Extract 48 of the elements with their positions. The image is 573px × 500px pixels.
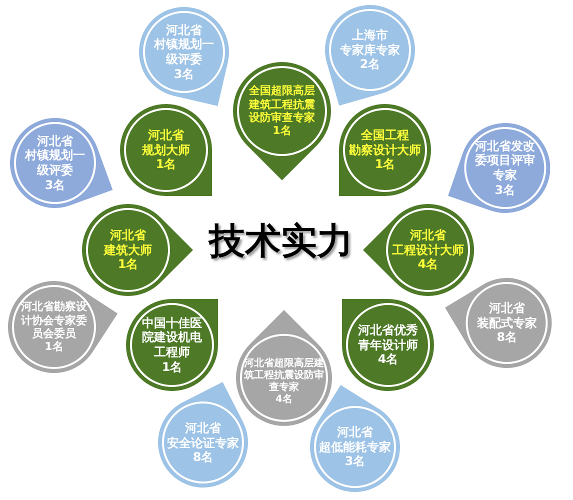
expert-title-label: 河北省超低能耗专家 bbox=[319, 425, 391, 454]
map-pin-badge bbox=[8, 281, 118, 373]
expert-title-label: 全国超限高层建筑工程抗震设防审查专家 bbox=[249, 84, 315, 124]
map-pin-badge bbox=[233, 62, 331, 180]
map-pin-badge bbox=[310, 384, 400, 492]
headcount-label: 1名 bbox=[118, 257, 138, 272]
headcount-label: 1名 bbox=[156, 157, 176, 172]
expert-title-label: 全国工程勘察设计大师 bbox=[349, 128, 421, 158]
expert-title-label: 河北省建筑大师 bbox=[104, 228, 152, 258]
map-pin-badge bbox=[236, 310, 332, 426]
expert-title-label: 河北省勘察设计协会专家委员会委员 bbox=[21, 300, 87, 340]
map-pin-badge bbox=[139, 7, 229, 106]
expert-title-label: 上海市专家库专家 bbox=[340, 28, 400, 58]
headcount-label: 1名 bbox=[374, 157, 396, 172]
expert-title-label: 河北省村镇规划一级评委 bbox=[154, 22, 214, 67]
map-pin-badge bbox=[342, 299, 434, 391]
map-pin-badge bbox=[158, 382, 248, 488]
headcount-label: 4名 bbox=[276, 394, 292, 406]
diagram-title: 技术实力 bbox=[209, 224, 353, 260]
expert-title-label: 河北省规划大师 bbox=[142, 128, 190, 158]
map-pin-badge bbox=[445, 278, 552, 368]
expert-title-label: 河北省村镇规划一级评委 bbox=[25, 134, 85, 178]
headcount-label: 1名 bbox=[272, 124, 292, 138]
map-pin-badge bbox=[82, 204, 194, 296]
headcount-label: 8名 bbox=[496, 330, 518, 345]
map-pin-badge bbox=[362, 204, 474, 296]
headcount-label: 3名 bbox=[344, 454, 366, 469]
map-pin-badge bbox=[448, 123, 550, 213]
headcount-label: 8名 bbox=[192, 450, 214, 465]
headcount-label: 3名 bbox=[494, 182, 516, 198]
expert-title-label: 中国十佳医院建设机电工程师 bbox=[142, 316, 202, 360]
expert-title-label: 河北省工程设计大师 bbox=[392, 228, 464, 258]
headcount-label: 4名 bbox=[418, 257, 438, 272]
headcount-label: 3名 bbox=[44, 178, 66, 192]
map-pin-badge bbox=[339, 104, 431, 196]
map-pin-badge bbox=[325, 5, 415, 106]
expert-title-label: 河北省发改委项目评审专家 bbox=[474, 138, 535, 183]
expert-title-label: 河北省安全论证专家 bbox=[167, 421, 239, 450]
headcount-label: 1名 bbox=[162, 360, 182, 374]
map-pin-badge bbox=[120, 104, 212, 196]
map-pin-badge bbox=[10, 118, 113, 208]
map-pin-badge bbox=[126, 299, 218, 391]
headcount-label: 4名 bbox=[378, 352, 398, 367]
headcount-label: 3名 bbox=[174, 66, 194, 82]
expert-title-label: 河北省装配式专家 bbox=[476, 301, 537, 330]
headcount-label: 2名 bbox=[360, 57, 380, 72]
expert-title-label: 河北省优秀青年设计师 bbox=[358, 323, 418, 352]
headcount-label: 1名 bbox=[44, 340, 64, 354]
